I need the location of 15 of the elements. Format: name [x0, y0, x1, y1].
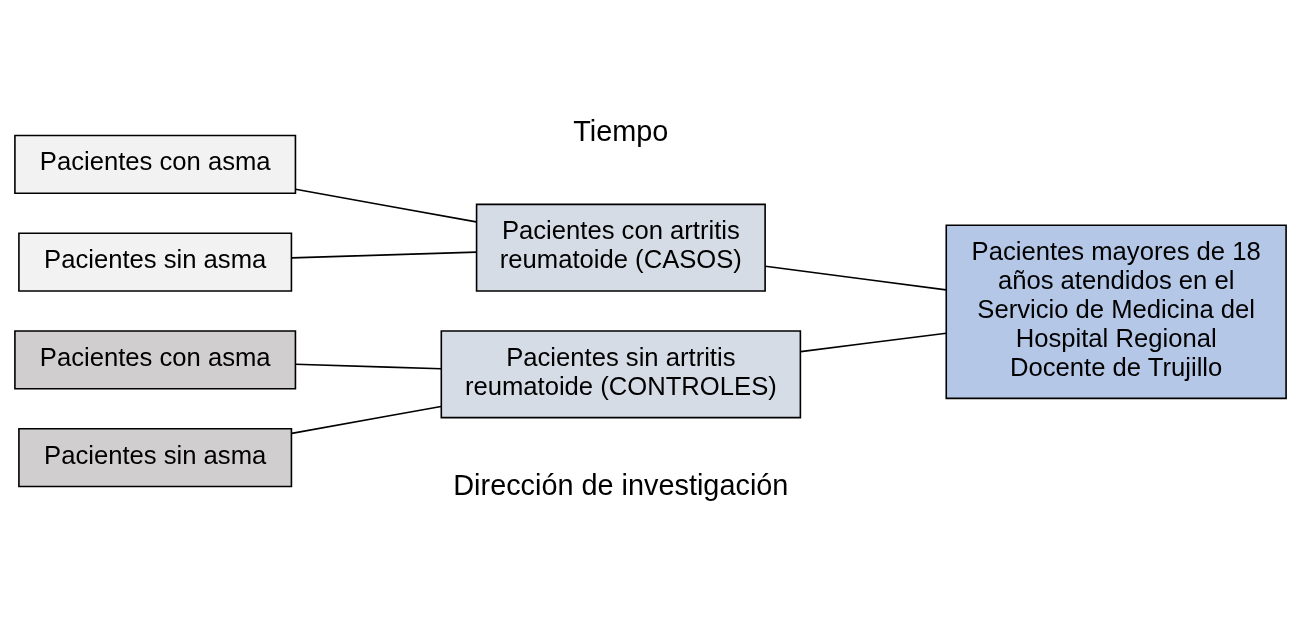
label: Dirección de investigación: [453, 469, 789, 502]
node-box: Pacientes con artritis reumatoide (CASOS): [475, 203, 766, 292]
node-box: Pacientes sin asma: [18, 232, 293, 292]
label: Tiempo: [573, 114, 669, 147]
connector: [290, 251, 478, 259]
node-box: Pacientes con asma: [14, 134, 297, 194]
connector: [290, 405, 442, 435]
node-box: Pacientes sin asma: [18, 428, 293, 488]
node-box: Pacientes sin artritis reumatoide (CONTROLES): [440, 330, 802, 419]
node-box: Pacientes mayores de 18 años atendidos en el Servicio de Medicina del Hospital Regional Docente de Trujillo: [945, 224, 1287, 400]
connector: [294, 188, 477, 223]
node-box: Pacientes con asma: [14, 330, 297, 390]
connector: [294, 363, 442, 370]
connector: [800, 332, 948, 353]
connector: [764, 265, 947, 291]
